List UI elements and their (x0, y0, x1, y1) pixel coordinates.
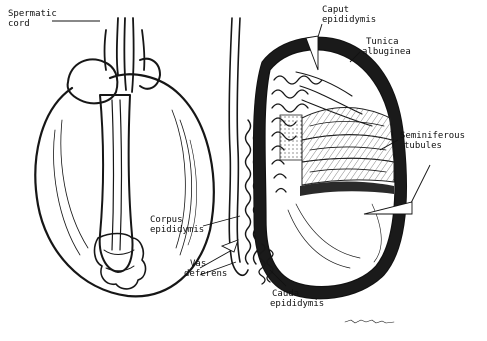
label-spermatic-cord-line2: cord (8, 19, 30, 29)
label-corpus-epididymis-line2: epididymis (150, 225, 204, 235)
seminiferous-lobules (302, 108, 394, 186)
label-cauda-epididymis-line2: epididymis (270, 299, 324, 309)
label-tunica-albuginea-line2: albuginea (362, 47, 411, 57)
label-corpus-epididymis-line1: Corpus (150, 215, 183, 225)
label-caput-epididymis-line2: epididymis (322, 15, 376, 25)
corpus-epididymis-coil (246, 120, 251, 264)
label-caput-epididymis-line1: Caput (322, 5, 349, 15)
label-seminiferous-tubules-line2: tubules (404, 141, 442, 151)
label-seminiferous-tubules-line1: Seminiferous (400, 131, 465, 141)
label-spermatic-cord-line1: Spermatic (8, 9, 57, 19)
scan-mark (345, 320, 394, 323)
testis-body (35, 74, 213, 296)
label-vas-deferens-line1: Vas (190, 259, 206, 269)
label-tunica-albuginea-line1: Tunica (366, 37, 399, 47)
spermatic-cord-strands (105, 30, 107, 70)
label-cauda-epididymis-line1: Cauda (272, 289, 299, 299)
label-vas-deferens-line2: deferens (184, 269, 227, 279)
rete-testis (280, 115, 302, 160)
external-testis-view (35, 18, 213, 296)
epididymis-head (68, 59, 118, 103)
